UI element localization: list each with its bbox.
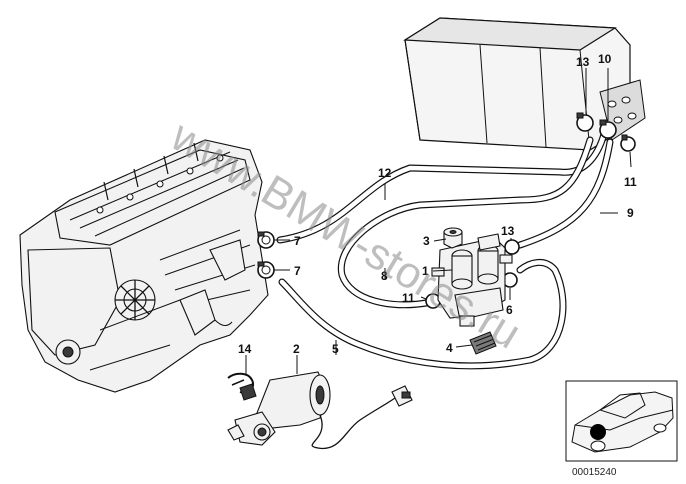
label-part-7-lower: 7: [294, 264, 301, 278]
label-part-1: 1: [422, 264, 429, 278]
label-part-12: 12: [378, 166, 392, 180]
hose-clamps: [257, 112, 636, 309]
hose-9: [516, 138, 614, 249]
diagram-code: 00015240: [572, 467, 617, 478]
electric-water-pump-illustration: [227, 371, 413, 450]
label-part-11-upper: 11: [624, 175, 637, 189]
part-14-pump-bracket: [227, 372, 257, 401]
hose-clamp-13-lower: [504, 239, 520, 255]
label-part-9: 9: [627, 206, 634, 220]
label-part-8: 8: [381, 269, 388, 283]
label-part-4: 4: [446, 341, 453, 355]
car-location-thumbnail: [565, 380, 678, 462]
hose-clamp-7-lower: [257, 261, 275, 279]
hose-clamp-11-upper: [620, 134, 636, 152]
label-part-13-lower: 13: [501, 224, 515, 238]
label-part-2: 2: [293, 342, 300, 356]
hose-clamp-13-upper: [576, 112, 594, 132]
hose-8: [337, 136, 594, 309]
hose-clamp-10: [599, 119, 617, 139]
hose-12: [276, 122, 610, 244]
hose-clamp-7-upper: [257, 231, 275, 249]
label-part-11-lower: 11: [402, 291, 415, 305]
label-part-6: 6: [506, 303, 513, 317]
label-part-3: 3: [423, 234, 430, 248]
part-3-grommet: [443, 227, 463, 249]
label-part-7-upper: 7: [294, 234, 301, 248]
heater-core-illustration: [403, 17, 646, 151]
leader-lines: [245, 68, 632, 374]
label-part-10: 10: [598, 52, 612, 66]
hose-5: [278, 259, 567, 370]
label-part-13-upper: 13: [576, 55, 590, 69]
engine-block-illustration: [19, 139, 269, 393]
heater-valve-illustration: [431, 233, 513, 327]
label-part-5: 5: [332, 342, 339, 356]
label-part-14: 14: [238, 342, 252, 356]
part-4-bracket: [469, 331, 497, 355]
